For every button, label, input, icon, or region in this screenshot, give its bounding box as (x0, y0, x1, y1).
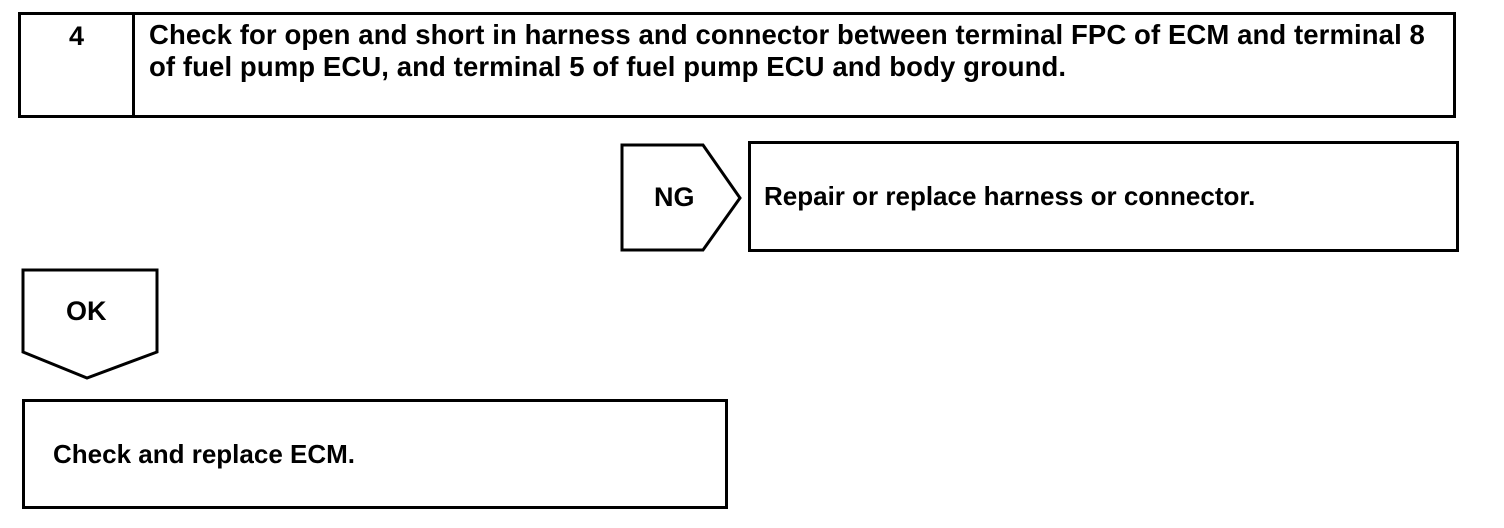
step-box: 4 Check for open and short in harness an… (18, 12, 1456, 118)
ok-label: OK (66, 296, 107, 326)
ng-action-text: Repair or replace harness or connector. (764, 181, 1256, 211)
ng-action-box: Repair or replace harness or connector. (748, 141, 1459, 252)
step-instruction: Check for open and short in harness and … (149, 19, 1425, 82)
ok-action-text: Check and replace ECM. (53, 438, 355, 469)
ng-label: NG (654, 182, 695, 212)
step-number: 4 (21, 15, 135, 115)
ok-action-box: Check and replace ECM. (22, 399, 728, 509)
